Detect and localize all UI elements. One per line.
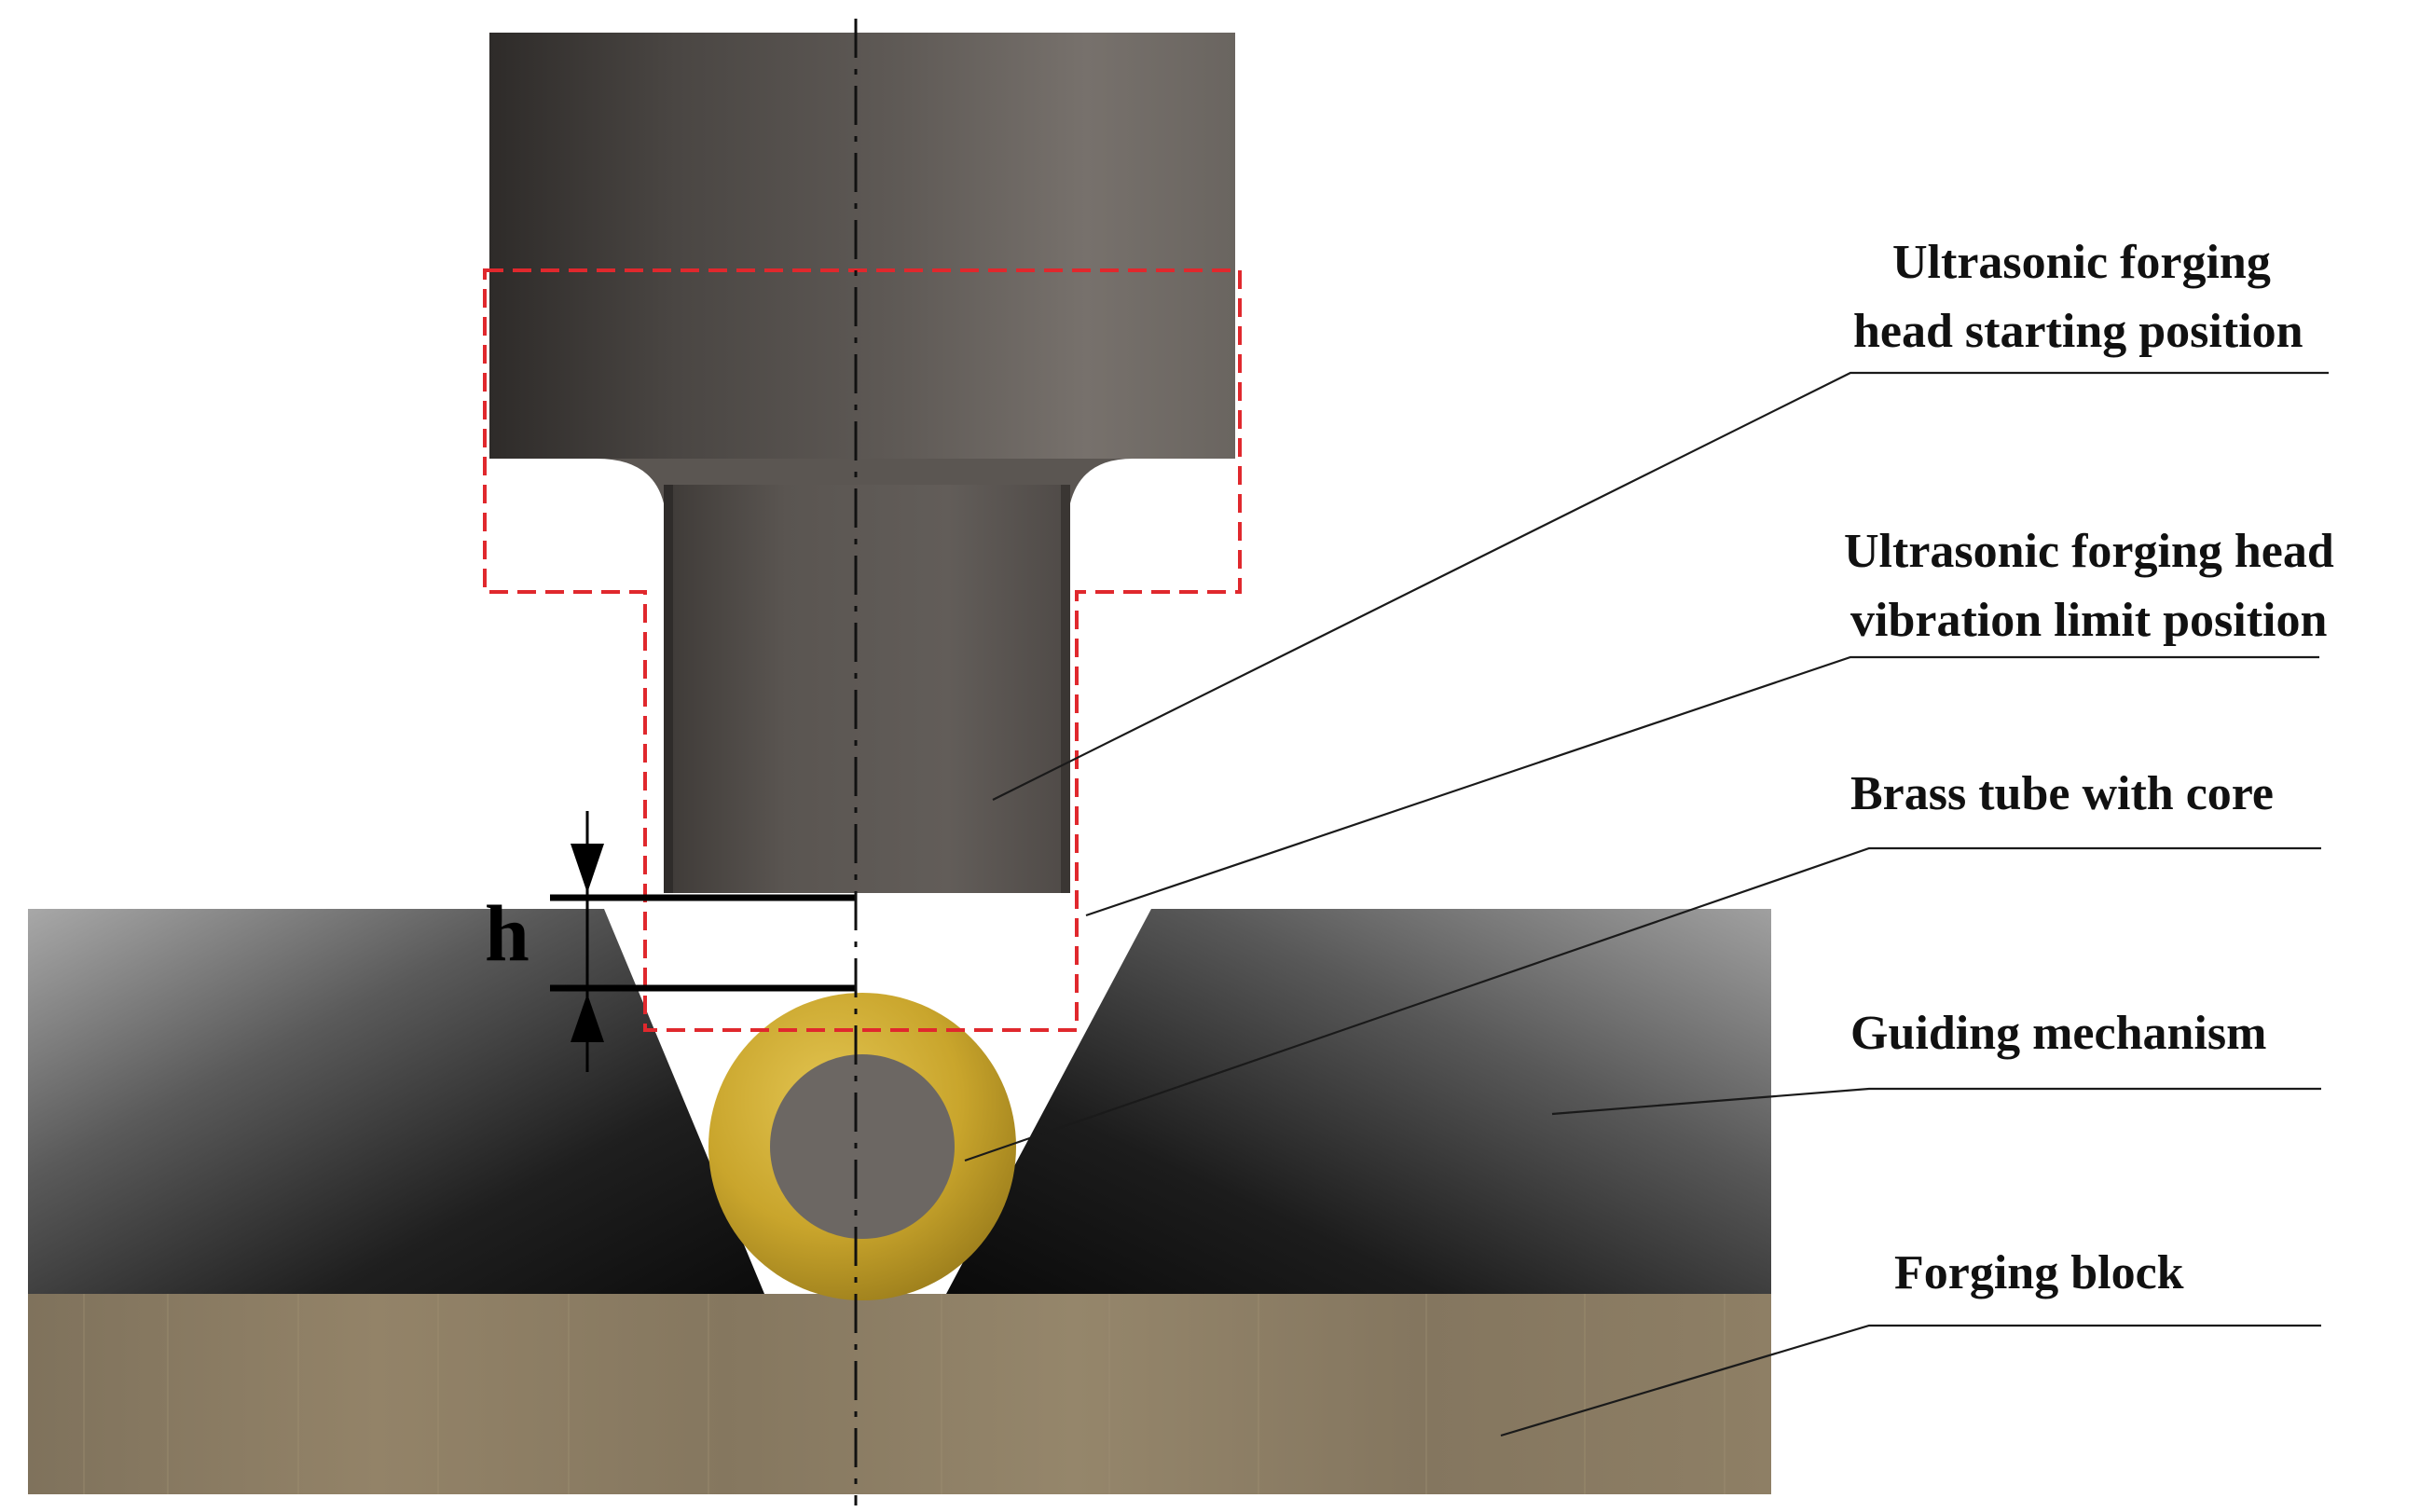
ultrasonic-forging-head [489, 33, 1235, 893]
arrow-up-icon [571, 994, 604, 1042]
limit-outlines [483, 268, 1242, 1032]
label-starting-position-line1: Ultrasonic forging [1892, 236, 2271, 289]
forging-head-stem [664, 485, 1070, 893]
starting-position-outline [483, 268, 1242, 1032]
leader-forging-block [1500, 1324, 2321, 1437]
label-forging-block: Forging block [1894, 1246, 2184, 1299]
labels: Ultrasonic forging head starting positio… [1844, 236, 2334, 1299]
label-brass-tube: Brass tube with core [1850, 767, 2274, 820]
dimension-h-label: h [485, 888, 529, 978]
label-guiding-mechanism: Guiding mechanism [1850, 1007, 2266, 1060]
forging-head-body [489, 33, 1235, 459]
leader-vibration-limit [1085, 655, 2319, 917]
arrow-down-icon [571, 844, 604, 893]
forging-block [28, 1294, 1771, 1494]
label-starting-position-line2: head starting position [1853, 305, 2303, 358]
label-vibration-limit-line2: vibration limit position [1850, 594, 2327, 647]
forging-block-texture [83, 1294, 1726, 1494]
guiding-mechanism [28, 909, 1771, 1294]
guide-left-block [28, 909, 764, 1294]
leader-lines [964, 371, 2329, 1437]
forging-block-body [28, 1294, 1771, 1494]
brass-tube [708, 993, 1016, 1300]
leader-guiding-mechanism [1551, 1087, 2321, 1116]
dimension-h: h [485, 811, 856, 1072]
label-vibration-limit-line1: Ultrasonic forging head [1844, 525, 2334, 578]
leader-starting-position [992, 371, 2329, 801]
guide-right-block [946, 909, 1771, 1294]
tube-core [770, 1054, 955, 1239]
leader-brass-tube [964, 846, 2321, 1162]
